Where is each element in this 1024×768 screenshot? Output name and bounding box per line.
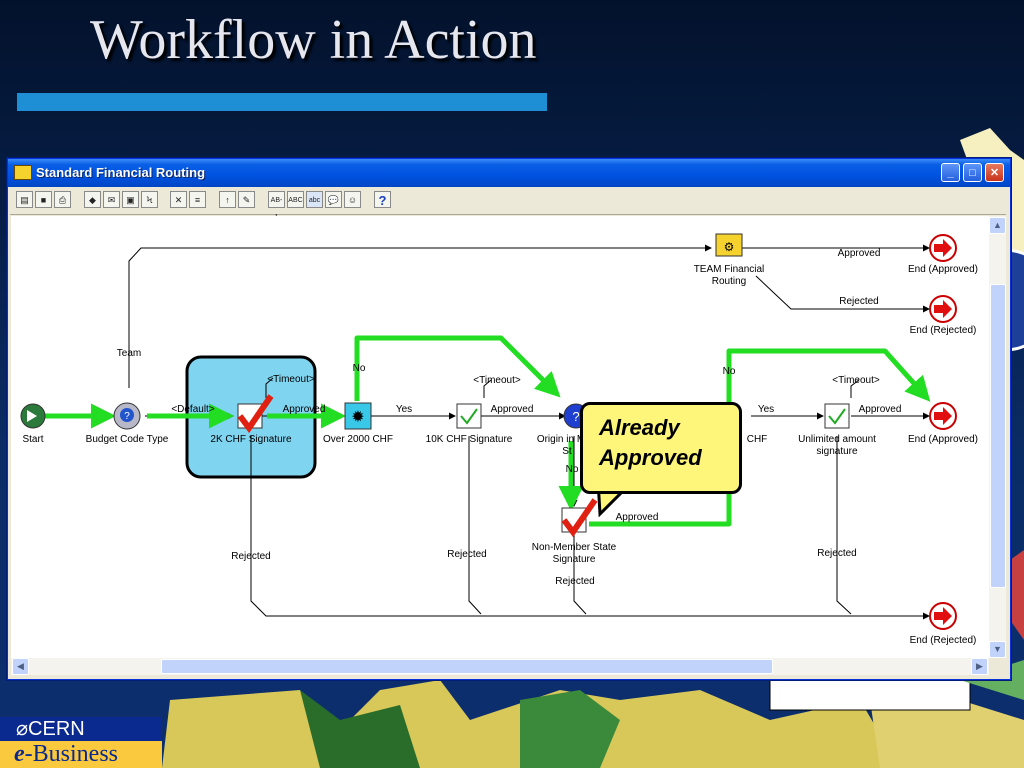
edge-label-yes-left: Yes <box>396 404 412 415</box>
label-abc-lower-button[interactable]: abc <box>306 191 323 208</box>
cern-logo: ⌀CERN <box>0 717 162 741</box>
edge-label-no-right: No <box>723 366 736 377</box>
slide-title: Workflow in Action <box>90 9 537 71</box>
edge-label-rejected-2k: Rejected <box>231 551 270 562</box>
title-underline-bar <box>17 93 547 111</box>
label-sig-10k: 10K CHF Signature <box>426 434 513 445</box>
new-process-icon[interactable]: ◆ <box>84 191 101 208</box>
workflow-canvas[interactable]: ? ✹ ? ⚙ <box>11 216 989 658</box>
over-2000-node[interactable]: ✹ <box>344 402 372 430</box>
label-origin: Origin in M <box>537 434 585 445</box>
cern-text: CERN <box>28 718 85 740</box>
nonmember-node[interactable] <box>561 498 598 538</box>
edge-label-timeout-2k: <Timeout> <box>267 374 315 385</box>
save-icon[interactable]: ■ <box>35 191 52 208</box>
edge-label-default: <Default> <box>171 404 215 415</box>
label-team-routing-2: Routing <box>712 276 746 287</box>
already-approved-callout: Already Approved <box>580 402 742 494</box>
label-abc-upper-button[interactable]: ABC <box>287 191 304 208</box>
toolbar: ▤ ■ ⎙ ◆ ✉ ▣ Ϟ ✕ ≡ ↑ ✎ AB-1 ABC abc 💬 ☺ ? <box>10 188 1006 221</box>
svg-text:?: ? <box>124 411 130 422</box>
properties-icon[interactable]: ≡ <box>189 191 206 208</box>
label-ab1-button[interactable]: AB-1 <box>268 191 285 221</box>
maximize-button[interactable]: □ <box>963 163 982 182</box>
label-nonmember-2: Signature <box>553 554 596 565</box>
message-icon[interactable]: ✉ <box>103 191 120 208</box>
event-icon[interactable]: Ϟ <box>141 191 158 208</box>
label-end-rejected-top: End (Rejected) <box>910 325 977 336</box>
label-nonmember-1: Non-Member State <box>532 542 617 553</box>
edge-label-rejected-unl: Rejected <box>817 548 856 559</box>
label-origin-line2: St <box>562 446 572 457</box>
window-title: Standard Financial Routing <box>36 165 206 180</box>
edge-label-approved-10k: Approved <box>491 404 534 415</box>
comment-icon[interactable]: 💬 <box>325 191 342 208</box>
delete-icon[interactable]: ✕ <box>170 191 187 208</box>
label-end-rejected-bottom: End (Rejected) <box>910 635 977 646</box>
close-button[interactable]: ✕ <box>985 163 1004 182</box>
label-unlimited-2: signature <box>816 446 858 457</box>
app-icon <box>14 165 32 180</box>
help-button[interactable]: ? <box>374 191 391 208</box>
horizontal-scroll-thumb[interactable] <box>161 659 773 674</box>
edge-label-no-origin: No <box>566 464 579 475</box>
edge-label-rejected-nonmember: Rejected <box>555 576 594 587</box>
sig-10k-node[interactable] <box>456 403 482 429</box>
edge-label-no-left: No <box>353 363 366 374</box>
svg-text:?: ? <box>572 409 579 424</box>
vertical-scrollbar[interactable]: ▲ ▼ <box>989 216 1006 658</box>
vertical-scroll-thumb[interactable] <box>990 284 1006 588</box>
label-over-2000: Over 2000 CHF <box>323 434 393 445</box>
edge-label-rejected-team: Rejected <box>839 296 878 307</box>
edge-label-team: Team <box>117 348 141 359</box>
edge-label-approved-team: Approved <box>838 248 881 259</box>
print-icon[interactable]: ⎙ <box>54 191 71 208</box>
end-node-icons[interactable] <box>929 234 957 630</box>
label-unlimited-1: Unlimited amount <box>798 434 876 445</box>
label-end-approved-mid: End (Approved) <box>908 434 978 445</box>
budget-code-type-node[interactable]: ? <box>113 402 141 430</box>
edge-label-approved-2k: Approved <box>283 404 326 415</box>
label-start: Start <box>22 434 43 445</box>
open-folder-icon[interactable]: ▤ <box>16 191 33 208</box>
label-budget-code-type: Budget Code Type <box>86 434 169 445</box>
pencil-icon[interactable]: ✎ <box>238 191 255 208</box>
function-icon[interactable]: ▣ <box>122 191 139 208</box>
minimize-button[interactable]: _ <box>941 163 960 182</box>
callout-line-1: Already <box>599 415 680 440</box>
smiley-icon[interactable]: ☺ <box>344 191 361 208</box>
sig-2k-node[interactable] <box>237 394 274 434</box>
pin-icon[interactable]: ↑ <box>219 191 236 208</box>
edge-label-approved-unl: Approved <box>859 404 902 415</box>
edge-label-timeout-10k: <Timeout> <box>473 375 521 386</box>
window-titlebar[interactable]: Standard Financial Routing _ □ ✕ <box>8 159 1010 187</box>
edge-label-timeout-unl: <Timeout> <box>832 375 880 386</box>
scroll-left-icon[interactable]: ◀ <box>12 658 29 675</box>
team-routing-node[interactable]: ⚙ <box>715 233 743 257</box>
label-sig-2k: 2K CHF Signature <box>210 434 292 445</box>
label-team-routing-1: TEAM Financial <box>694 264 765 275</box>
workflow-window: Standard Financial Routing _ □ ✕ ▤ ■ ⎙ ◆… <box>7 158 1011 680</box>
svg-text:⚙: ⚙ <box>724 240 735 254</box>
edge-label-yes-right: Yes <box>758 404 774 415</box>
callout-line-2: Approved <box>599 445 702 470</box>
cern-logo-icon: ⌀ <box>16 718 29 740</box>
approved-path-highlight <box>45 335 931 527</box>
horizontal-scrollbar[interactable]: ◀ ▶ <box>11 658 989 675</box>
ebusiness-e: e <box>14 741 25 767</box>
unlimited-node[interactable] <box>824 403 850 429</box>
edge-label-approved-nonmember: Approved <box>616 512 659 523</box>
label-chf-partial: CHF <box>747 434 768 445</box>
ebusiness-logo: e-Business <box>0 741 162 768</box>
scroll-up-icon[interactable]: ▲ <box>989 217 1006 234</box>
start-node[interactable] <box>20 403 46 429</box>
ebusiness-text: -Business <box>24 741 118 767</box>
svg-text:✹: ✹ <box>351 409 364 426</box>
scroll-down-icon[interactable]: ▼ <box>989 641 1006 658</box>
label-end-approved-top: End (Approved) <box>908 264 978 275</box>
edge-label-rejected-10k: Rejected <box>447 549 486 560</box>
scroll-right-icon[interactable]: ▶ <box>971 658 988 675</box>
